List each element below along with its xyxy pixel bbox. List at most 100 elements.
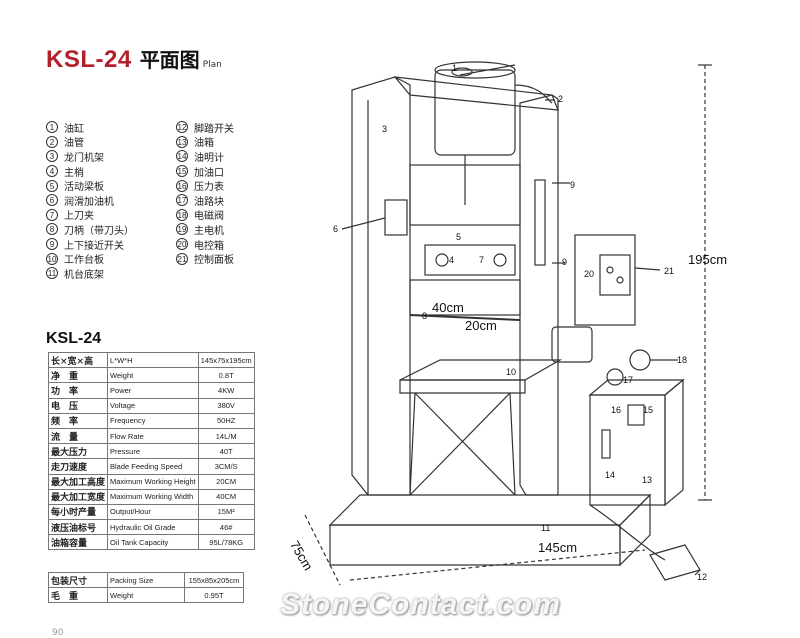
spec-en-label: Weight xyxy=(107,367,199,384)
spec-en-label: Packing Size xyxy=(107,571,185,589)
spec-cn-label: 液压油标号 xyxy=(47,519,109,536)
spec-cn-label: 长×宽×高 xyxy=(47,351,109,369)
main-motor xyxy=(551,326,593,363)
callout-4: 4 xyxy=(449,255,455,265)
pressure-gauge xyxy=(629,349,651,371)
spec-cn-label: 每小时产量 xyxy=(47,503,109,521)
spec-cn-label: 走刀速度 xyxy=(47,458,109,475)
callout-6: 6 xyxy=(333,224,339,234)
top-beam xyxy=(393,76,559,111)
foot-switch xyxy=(649,544,701,581)
oil-filler xyxy=(627,404,645,426)
machine-drawing xyxy=(304,61,712,586)
spec-cn-label: 电 压 xyxy=(47,397,109,414)
table-brace xyxy=(409,392,511,496)
electric-box xyxy=(574,234,636,326)
callout-leader xyxy=(341,217,386,230)
dimension-work-height: 20cm xyxy=(465,318,497,333)
spec-cn-label: 最大压力 xyxy=(47,443,109,460)
dimension-height: 195cm xyxy=(688,252,728,267)
spec-value: 0.95T xyxy=(184,587,244,604)
callout-2: 2 xyxy=(558,94,564,104)
spec-value: 14L/M xyxy=(197,427,255,445)
callout-3: 3 xyxy=(382,124,388,134)
spec-en-label: Frequency xyxy=(107,412,199,429)
spec-title: KSL-24 xyxy=(46,330,102,347)
callout-leader xyxy=(694,569,701,576)
watermark: StoneContact.com xyxy=(280,588,562,621)
spec-value: 20CM xyxy=(197,473,255,490)
spec-cn-label: 功 率 xyxy=(47,382,109,399)
spec-cn-label: 频 率 xyxy=(47,412,109,429)
spec-en-label: Maximum Working Height xyxy=(107,473,199,490)
callout-18: 18 xyxy=(677,355,688,365)
callout-5: 5 xyxy=(456,232,462,242)
left-column xyxy=(351,76,411,496)
cylinder-cap xyxy=(451,67,473,77)
page-title: KSL-24 平面图 Plan xyxy=(46,44,222,74)
length-dimension-line xyxy=(349,549,646,581)
panel-button xyxy=(606,266,614,274)
dimension-width: 40cm xyxy=(432,300,464,315)
control-panel xyxy=(599,254,631,296)
callout-17: 17 xyxy=(623,375,634,385)
beam-pin-right xyxy=(493,253,507,267)
base-top xyxy=(328,494,652,526)
callout-20: 20 xyxy=(584,269,595,279)
callout-12: 12 xyxy=(697,572,708,582)
spec-cn-label: 最大加工宽度 xyxy=(47,488,109,505)
callout-leader xyxy=(634,267,661,271)
movable-beam xyxy=(424,244,516,276)
spec-en-label: L*W*H xyxy=(107,351,199,369)
oil-cylinder xyxy=(434,69,516,156)
blade xyxy=(409,314,521,321)
spec-value: 40CM xyxy=(197,488,255,505)
callout-7: 7 xyxy=(479,255,485,265)
depth-dimension-line xyxy=(304,514,341,586)
spec-en-label: Flow Rate xyxy=(107,427,199,445)
spec-value: 3CM/S xyxy=(197,458,255,475)
spec-en-label: Maximum Working Width xyxy=(107,488,199,505)
spec-value: 145x75x195cm xyxy=(197,351,255,369)
oil-gauge xyxy=(601,429,611,459)
spec-cn-label: 油箱容量 xyxy=(47,534,109,551)
spec-en-label: Power xyxy=(107,382,199,399)
foot-switch-cable xyxy=(589,504,666,561)
spec-value: 15M² xyxy=(197,503,255,521)
spec-cn-label: 净 重 xyxy=(47,367,109,384)
oil-tank-top xyxy=(588,379,685,396)
oil-tank-side xyxy=(664,378,684,507)
spec-en-label: Weight xyxy=(107,587,185,604)
blade-holder xyxy=(409,279,521,316)
callout-13: 13 xyxy=(642,475,653,485)
work-table-front xyxy=(399,379,526,394)
spec-value: 50HZ xyxy=(197,412,255,429)
spec-en-label: Blade Feeding Speed xyxy=(107,458,199,475)
